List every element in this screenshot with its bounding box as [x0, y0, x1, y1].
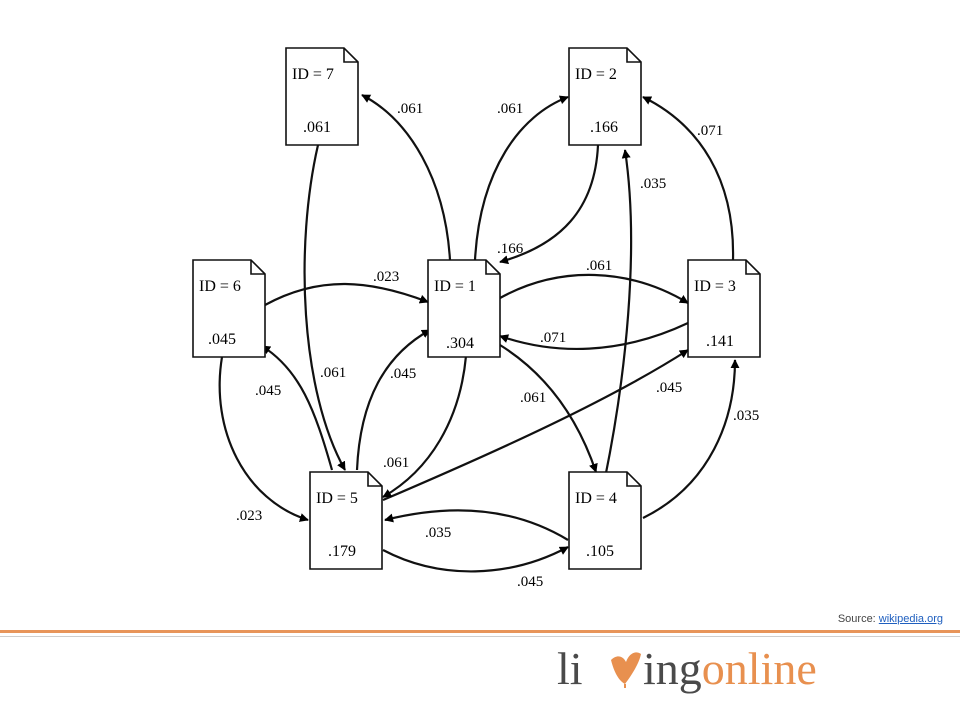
edge-label-5-to-3: .045: [656, 380, 682, 396]
node-score: .166: [590, 119, 618, 136]
edge-label-1-to-2: .061: [497, 101, 523, 117]
node-id-label: ID = 4: [575, 490, 617, 507]
pagerank-diagram: .061 .061 .071 .035 .166 .023 .061 .071 …: [192, 47, 761, 590]
edge-label-6-to-1: .023: [373, 269, 399, 285]
edge-5-to-6: [261, 345, 334, 471]
node-id-label: ID = 3: [694, 278, 736, 295]
edge-label-3-to-2: .071: [697, 123, 723, 139]
edge-label-5-to-1: .045: [390, 366, 416, 382]
source-prefix: Source:: [837, 613, 879, 625]
edge-label-4-to-3: .035: [733, 408, 759, 424]
edge-label-4-to-2: .035: [640, 176, 666, 192]
footer-divider: [0, 630, 960, 633]
edge-5-to-1: [355, 329, 431, 471]
edge-6-to-5: [218, 356, 309, 522]
edge-1-to-2: [473, 95, 569, 261]
node-id-label: ID = 7: [292, 66, 334, 83]
document-icon: [285, 47, 359, 146]
edge-label-1-to-7: .061: [397, 101, 423, 117]
source-credit: Source: wikipedia.org: [838, 613, 943, 625]
node-6: ID = 6 .045: [192, 259, 266, 358]
document-icon: [568, 47, 642, 146]
document-icon: [309, 471, 383, 570]
edge-label-7-to-5: .061: [320, 365, 346, 381]
node-score: .179: [328, 543, 356, 560]
edge-label-1-to-5: .061: [383, 455, 409, 471]
edge-label-4-to-5: .035: [425, 525, 451, 541]
node-id-label: ID = 1: [434, 278, 476, 295]
heart-leaf-icon: [611, 652, 641, 688]
node-1: ID = 1 .304: [427, 259, 501, 358]
document-icon: [568, 471, 642, 570]
source-link[interactable]: wikipedia.org: [878, 613, 943, 625]
livingonline-logo: li ingonline: [557, 643, 817, 694]
edge-1-to-7: [361, 94, 452, 261]
edge-3-to-2: [642, 96, 735, 261]
node-score: .304: [446, 335, 474, 352]
node-id-label: ID = 5: [316, 490, 358, 507]
edge-label-2-to-1: .166: [497, 241, 524, 257]
edge-2-to-1: [499, 144, 600, 265]
node-score: .105: [586, 543, 614, 560]
node-id-label: ID = 2: [575, 66, 617, 83]
logo-text-part2: ingonline: [643, 643, 817, 694]
node-score: .141: [706, 333, 734, 350]
node-id-label: ID = 6: [199, 278, 241, 295]
edge-4-to-2: [603, 149, 633, 479]
edge-label-1-to-3: .061: [586, 258, 612, 274]
node-4: ID = 4 .105: [568, 471, 642, 570]
edge-1-to-5: [382, 355, 468, 498]
edge-5-to-4: [382, 546, 569, 573]
document-icon: [427, 259, 501, 358]
edge-4-to-5: [384, 509, 569, 541]
edge-label-5-to-6: .045: [255, 383, 281, 399]
edge-label-3-to-1: .071: [540, 330, 566, 346]
edge-1-to-4: [499, 344, 598, 473]
node-2: ID = 2 .166: [568, 47, 642, 146]
node-3: ID = 3 .141: [687, 259, 761, 358]
edge-3-to-1: [499, 322, 689, 350]
footer-divider-thin: [0, 636, 960, 637]
node-7: ID = 7 .061: [285, 47, 359, 146]
edge-label-6-to-5: .023: [236, 508, 262, 524]
node-5: ID = 5 .179: [309, 471, 383, 570]
edge-label-5-to-4: .045: [517, 574, 543, 590]
logo-text-part1: li: [557, 643, 583, 694]
edge-6-to-1: [264, 282, 429, 306]
node-score: .061: [303, 119, 331, 136]
document-icon: [687, 259, 761, 358]
document-icon: [192, 259, 266, 358]
edge-5-to-3: [382, 349, 689, 502]
edge-label-1-to-4: .061: [520, 390, 546, 406]
edge-4-to-3: [642, 359, 740, 519]
edge-1-to-3: [499, 273, 689, 304]
node-score: .045: [208, 331, 236, 348]
edge-7-to-5: [303, 144, 346, 471]
